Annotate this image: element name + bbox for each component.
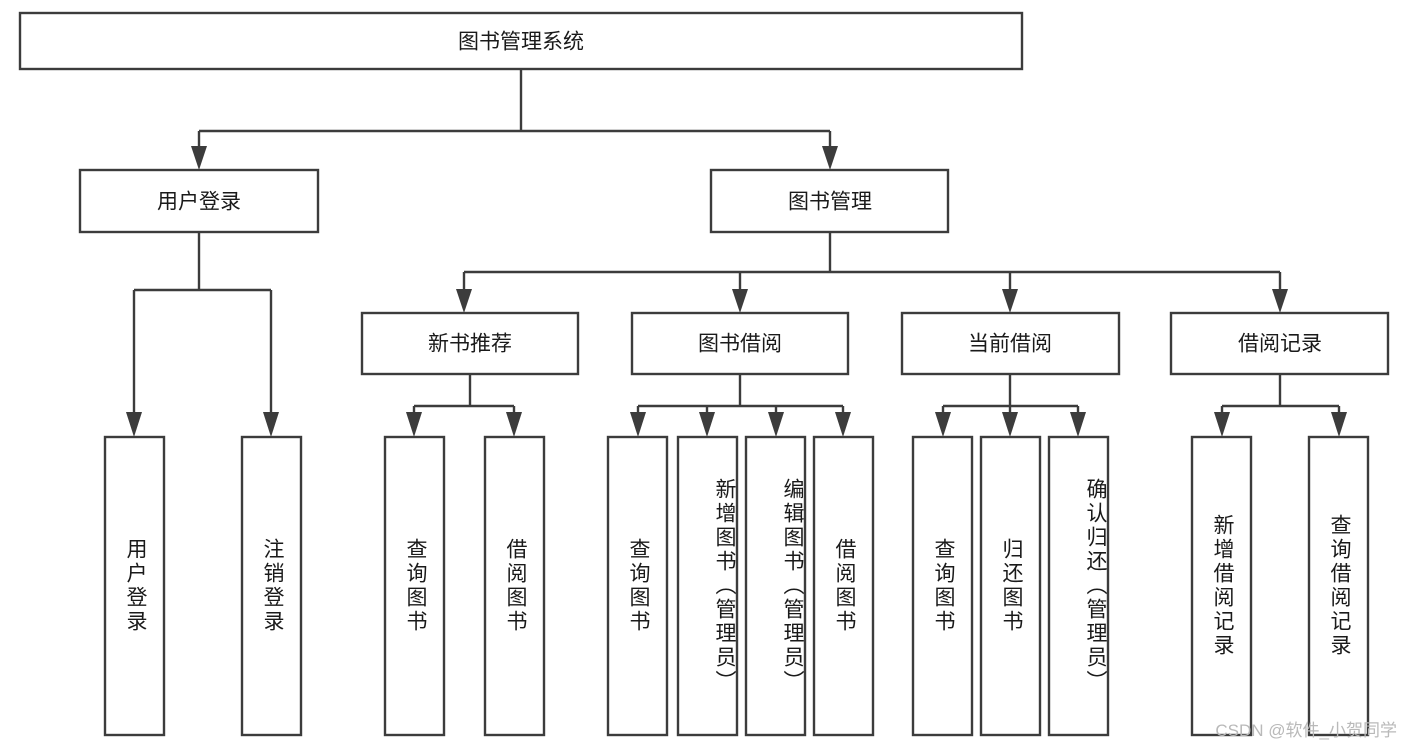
node-new-book-rec[interactable]: 新书推荐 (360, 311, 580, 376)
arrow-user-login-leaf-1-icon (126, 412, 142, 437)
connector-group-book-manage (456, 232, 1288, 313)
node-root[interactable]: 图书管理系统 (18, 11, 1024, 71)
node-book-manage[interactable]: 图书管理 (709, 168, 950, 234)
arrow-book-borrow-leaf-1-icon (630, 412, 646, 437)
arrow-book-manage-to-current-borrow-icon (1002, 289, 1018, 313)
node-user-login-box[interactable] (78, 168, 320, 234)
node-user-login-label: 用户登录 (157, 191, 241, 214)
node-current-borrow-label: 当前借阅 (968, 333, 1052, 356)
node-leaf-current-return-box[interactable] (979, 435, 1042, 737)
connector-group-book-borrow (630, 374, 851, 437)
arrow-borrow-record-leaf-1-icon (1214, 412, 1230, 437)
node-book-manage-box[interactable] (709, 168, 950, 234)
node-root-label: 图书管理系统 (458, 31, 584, 54)
arrow-root-to-user-login-icon (191, 146, 207, 170)
arrow-book-borrow-leaf-4-icon (835, 412, 851, 437)
connector-group-new-book-rec (406, 374, 522, 437)
node-root-box[interactable] (18, 11, 1024, 71)
node-new-book-rec-box[interactable] (360, 311, 580, 376)
node-leaf-borrow-edit-box[interactable] (744, 435, 807, 737)
arrow-book-borrow-leaf-2-icon (699, 412, 715, 437)
arrow-book-manage-to-borrow-record-icon (1272, 289, 1288, 313)
node-book-borrow[interactable]: 图书借阅 (630, 311, 850, 376)
connector-group-current-borrow (935, 374, 1086, 437)
arrow-new-book-rec-leaf-1-icon (406, 412, 422, 437)
node-book-borrow-label: 图书借阅 (698, 333, 782, 356)
leaf-boxes-group (103, 435, 1370, 737)
node-borrow-record-label: 借阅记录 (1238, 333, 1322, 356)
node-leaf-user-logout-box[interactable] (240, 435, 303, 737)
arrow-book-manage-to-new-book-rec-icon (456, 289, 472, 313)
watermark-text: CSDN @软件_小贺同学 (1215, 721, 1397, 740)
node-leaf-borrow-add-box[interactable] (676, 435, 739, 737)
connector-group-user-login (126, 232, 279, 437)
node-leaf-borrow-query-box[interactable] (606, 435, 669, 737)
node-borrow-record-box[interactable] (1169, 311, 1390, 376)
arrow-current-borrow-leaf-3-icon (1070, 412, 1086, 437)
connector-group-borrow-record (1214, 374, 1347, 437)
node-leaf-user-login-box[interactable] (103, 435, 166, 737)
node-current-borrow-box[interactable] (900, 311, 1121, 376)
node-book-manage-label: 图书管理 (788, 191, 872, 214)
node-current-borrow[interactable]: 当前借阅 (900, 311, 1121, 376)
node-leaf-record-add-box[interactable] (1190, 435, 1253, 737)
arrow-book-manage-to-book-borrow-icon (732, 289, 748, 313)
arrow-current-borrow-leaf-2-icon (1002, 412, 1018, 437)
node-leaf-record-query-box[interactable] (1307, 435, 1370, 737)
arrow-user-login-leaf-2-icon (263, 412, 279, 437)
arrow-root-to-book-manage-icon (822, 146, 838, 170)
arrow-current-borrow-leaf-1-icon (935, 412, 951, 437)
node-borrow-record[interactable]: 借阅记录 (1169, 311, 1390, 376)
node-user-login[interactable]: 用户登录 (78, 168, 320, 234)
node-leaf-borrow-lend-box[interactable] (812, 435, 875, 737)
node-leaf-rec-borrow-box[interactable] (483, 435, 546, 737)
node-leaf-rec-query-box[interactable] (383, 435, 446, 737)
node-leaf-current-query-box[interactable] (911, 435, 974, 737)
node-leaf-current-confirm-box[interactable] (1047, 435, 1110, 737)
node-new-book-rec-label: 新书推荐 (428, 333, 512, 356)
node-book-borrow-box[interactable] (630, 311, 850, 376)
connector-group-root (191, 69, 838, 170)
arrow-borrow-record-leaf-2-icon (1331, 412, 1347, 437)
arrow-book-borrow-leaf-3-icon (768, 412, 784, 437)
arrow-new-book-rec-leaf-2-icon (506, 412, 522, 437)
